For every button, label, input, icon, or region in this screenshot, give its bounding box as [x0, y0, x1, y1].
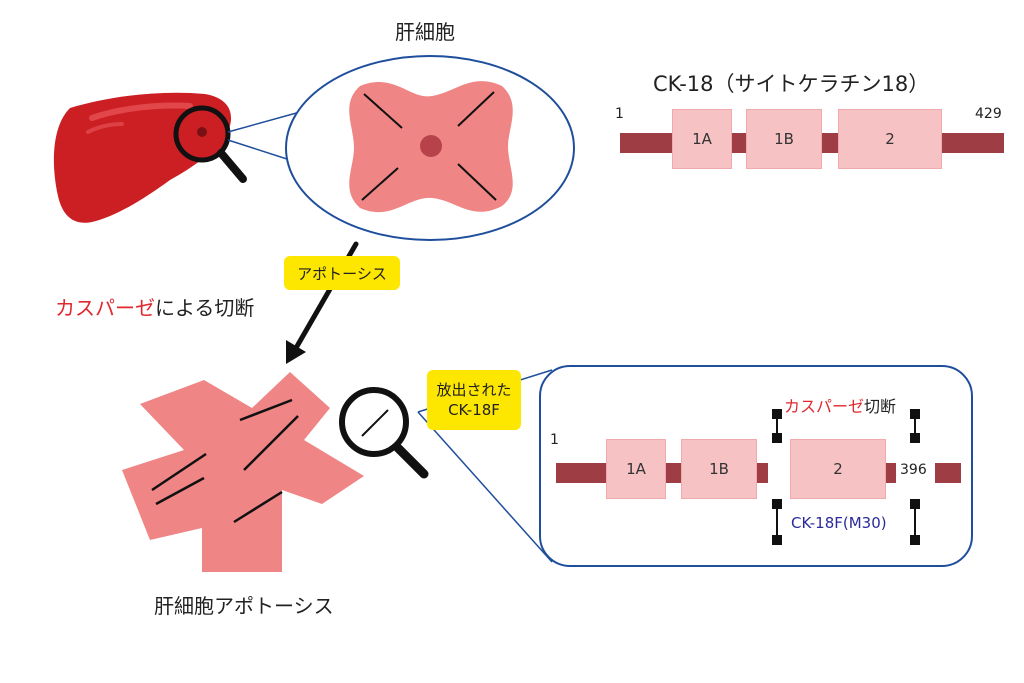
released-badge-line2: CK-18F [448, 401, 500, 419]
ck18-start-label: 1 [615, 106, 624, 122]
cleavage-word: による切断 [155, 296, 255, 320]
apoptosis-badge: アポトーシス [284, 256, 400, 290]
top-cell-title: 肝細胞 [395, 20, 455, 44]
fragment-caspase-word: カスパーゼ [784, 397, 865, 416]
fragment-domain-1b: 1B [681, 439, 757, 499]
fragment-end-label: 396 [900, 462, 927, 478]
ck18-domain-1b: 1B [746, 109, 822, 169]
fragment-name-label: CK-18F(M30) [791, 514, 887, 532]
caspase-word: カスパーゼ [55, 296, 155, 320]
fragment-cleavage-word: 切断 [864, 397, 897, 416]
released-badge: 放出された CK-18F [427, 370, 521, 430]
ck18-end-label: 429 [975, 106, 1002, 122]
apoptosis-badge-text: アポトーシス [297, 264, 387, 283]
magnifier-icon [173, 105, 247, 183]
zoom-line [227, 139, 291, 161]
ck18-domain-1a: 1A [672, 109, 732, 169]
ck18-title: CK-18（サイトケラチン18） [653, 72, 930, 96]
zoom-line [417, 411, 553, 563]
magnifier-icon [339, 387, 429, 479]
fragment-start-label: 1 [550, 432, 559, 448]
fragment-backbone-tail [935, 463, 961, 483]
caspase-cleavage-label: カスパーゼによる切断 [55, 292, 254, 321]
released-badge-line1: 放出された [436, 381, 512, 399]
fragment-domain-2: 2 [790, 439, 886, 499]
hepatocyte-cell [349, 81, 513, 213]
fragment-domain-1a: 1A [606, 439, 666, 499]
cleavage-bracket [772, 409, 920, 545]
apoptotic-cell [122, 372, 364, 572]
zoom-line [227, 111, 301, 133]
ck18-domain-2: 2 [838, 109, 942, 169]
bottom-cell-title: 肝細胞アポトーシス [154, 594, 334, 618]
fragment-cleavage-label: カスパーゼ切断 [784, 393, 896, 417]
